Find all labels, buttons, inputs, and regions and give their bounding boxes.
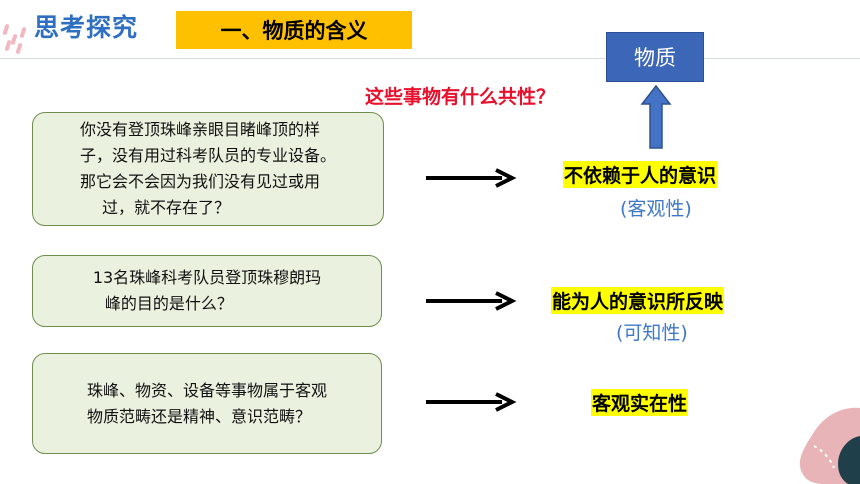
right-arrow-icon [426,392,517,412]
answer-sublabel: (可知性) [616,322,688,344]
answer-label: 客观实在性 [591,389,689,416]
answer-label: 能为人的意识所反映 [551,287,725,314]
decorative-dash [2,23,10,36]
decorative-dash [19,26,27,39]
decorative-dash [10,33,18,46]
answer-label: 不依赖于人的意识 [563,161,718,188]
decorative-dash [4,39,12,52]
card-line: 子，没有用过科考队员的专业设备。 [79,146,336,165]
question-card-1: 你没有登顶珠峰亲眼目睹峰顶的样 子，没有用过科考队员的专业设备。 那它会不会因为… [32,112,384,226]
page-title: 思考探究 [34,13,139,42]
right-arrow-icon [426,291,517,311]
card-line: 你没有登顶珠峰亲眼目睹峰顶的样 [79,120,320,139]
card-line: 峰的目的是什么？ [104,294,233,313]
section-badge: 一、物质的含义 [176,11,412,49]
card-line: 物质范畴还是精神、意识范畴？ [86,406,311,426]
card-line: 那它会不会因为我们没有见过或用 [79,172,320,191]
concept-box: 物质 [606,32,704,82]
decorative-dash [15,42,23,55]
right-arrow-icon [426,168,517,188]
card-line: 13名珠峰科考队员登顶珠穆朗玛 [92,268,322,287]
question-card-3: 珠峰、物资、设备等事物属于客观 物质范畴还是精神、意识范畴？ [32,353,382,454]
up-arrow-icon [640,84,672,149]
card-line: 珠峰、物资、设备等事物属于客观 [86,380,327,400]
question-card-2: 13名珠峰科考队员登顶珠穆朗玛 峰的目的是什么？ [32,255,382,327]
card-line: 过，就不存在了？ [101,198,230,217]
question-text: 这些事物有什么共性？ [365,86,556,108]
decorative-blob [799,407,860,484]
answer-sublabel: (客观性) [620,198,692,220]
divider [0,58,860,59]
